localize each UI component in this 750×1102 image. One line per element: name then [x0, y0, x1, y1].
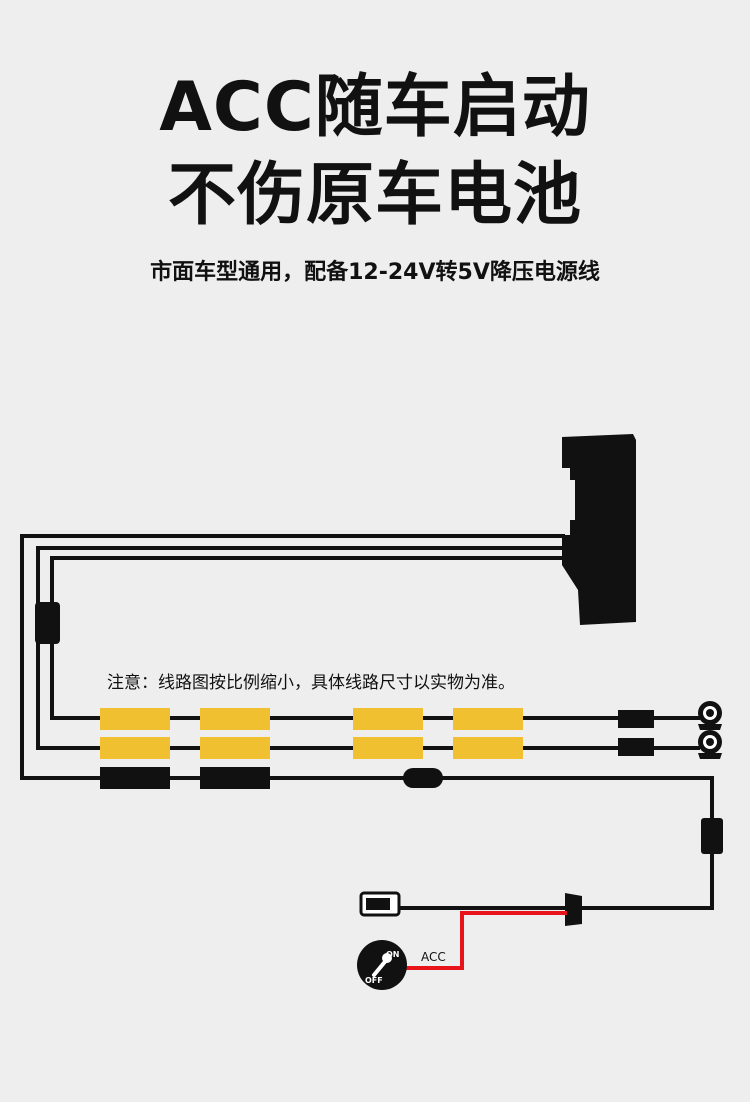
- key-off-label: OFF: [365, 976, 383, 985]
- dvr-unit: [562, 434, 636, 625]
- ignition-key-icon: [357, 940, 407, 990]
- connector-yellow: [200, 708, 270, 730]
- connector-yellow: [100, 708, 170, 730]
- acc-wire: [403, 911, 567, 970]
- acc-label: ACC: [421, 950, 446, 964]
- wire-outer: [20, 534, 714, 910]
- wire-clip-right: [701, 818, 723, 854]
- connector-yellow: [353, 708, 423, 730]
- connector-black: [200, 767, 270, 789]
- camera-icon: [698, 730, 722, 759]
- connector-yellow: [100, 737, 170, 759]
- camera-plug: [618, 738, 654, 756]
- title-line-2: 不伤原车电池: [167, 156, 582, 235]
- title-line-1: ACC随车启动: [159, 68, 591, 147]
- wire-inline-oval: [403, 768, 443, 788]
- diagram-note: 注意：线路图按比例缩小，具体线路尺寸以实物为准。: [107, 673, 515, 693]
- connector-yellow: [200, 737, 270, 759]
- key-on-label: ON: [386, 950, 400, 959]
- subtitle: 市面车型通用，配备12-24V转5V降压电源线: [150, 260, 600, 285]
- connector-yellow: [353, 737, 423, 759]
- wire-clip-left: [35, 602, 60, 644]
- connector-black: [100, 767, 170, 789]
- fuse-icon: [359, 891, 401, 917]
- connector-yellow: [453, 737, 523, 759]
- camera-icon: [698, 701, 722, 730]
- camera-plug: [618, 710, 654, 728]
- connector-yellow: [453, 708, 523, 730]
- connector-group: [100, 708, 523, 789]
- junction-connector: [565, 893, 582, 926]
